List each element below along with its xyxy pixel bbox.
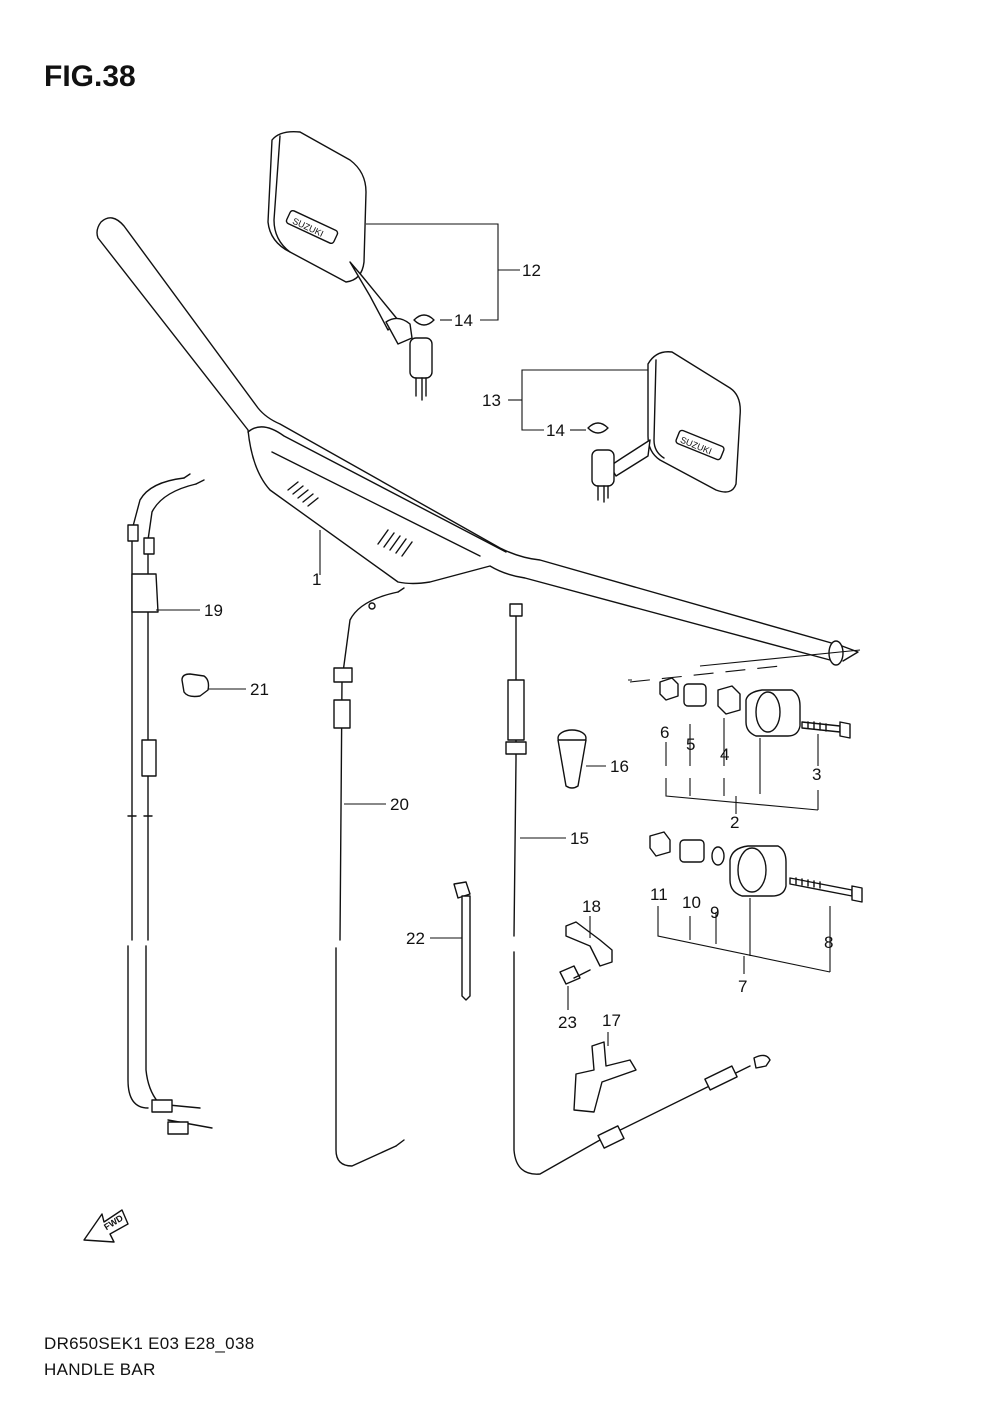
mirror-cap-14b — [587, 422, 609, 434]
callout-22: 22 — [406, 929, 425, 948]
axis-line-2b — [629, 665, 781, 683]
callout-23: 23 — [558, 1013, 577, 1032]
bracket-17 — [573, 1041, 637, 1113]
callout-9: 9 — [710, 903, 719, 922]
grip-16 — [557, 729, 587, 789]
bracket-18 — [565, 921, 613, 967]
callout-10: 10 — [682, 893, 701, 912]
bolt-23 — [559, 965, 591, 985]
strap-22 — [453, 881, 471, 1001]
choke-cable — [333, 587, 405, 1167]
callout-14a: 14 — [454, 311, 473, 330]
callout-19: 19 — [204, 601, 223, 620]
throttle-cables — [127, 473, 213, 1135]
leader-13 — [521, 369, 648, 431]
callout-15: 15 — [570, 829, 589, 848]
callout-16: 16 — [610, 757, 629, 776]
clutch-cable — [505, 603, 771, 1175]
callout-8: 8 — [824, 933, 833, 952]
handlebar — [96, 217, 859, 666]
figure-code: DR650SEK1 E03 E28_038 — [44, 1334, 255, 1353]
callout-3: 3 — [812, 765, 821, 784]
callout-13: 13 — [482, 391, 501, 410]
balancer-set-2 — [659, 677, 851, 739]
callout-11: 11 — [650, 885, 668, 904]
callout-6: 6 — [660, 723, 669, 742]
callout-12: 12 — [522, 261, 541, 280]
callout-1: 1 — [312, 570, 321, 589]
knurl-left — [287, 481, 319, 507]
mirror-left: SUZUKI — [267, 130, 433, 401]
callout-18: 18 — [582, 897, 601, 916]
figure-title: FIG.38 — [44, 60, 136, 93]
callout-5: 5 — [686, 735, 695, 754]
callout-21: 21 — [250, 680, 269, 699]
callout-17: 17 — [602, 1011, 621, 1030]
knurl-right — [377, 529, 413, 557]
callout-2: 2 — [730, 813, 739, 832]
leaders-7 — [657, 898, 831, 973]
callout-4: 4 — [720, 745, 729, 764]
mirror-right: SUZUKI — [591, 351, 741, 503]
fwd-arrow-icon: FWD — [83, 1209, 129, 1243]
mirror-cap-14a — [413, 314, 435, 326]
axis-line-2 — [628, 649, 861, 681]
callout-14b: 14 — [546, 421, 565, 440]
clamp-21 — [181, 673, 210, 698]
callout-20: 20 — [390, 795, 409, 814]
balancer-set-7 — [649, 831, 863, 903]
callout-7: 7 — [738, 977, 747, 996]
leader-12 — [366, 223, 499, 321]
figure-name: HANDLE BAR — [44, 1360, 156, 1379]
leaders-2-top — [665, 718, 819, 794]
leaders-2-bus — [665, 778, 819, 811]
